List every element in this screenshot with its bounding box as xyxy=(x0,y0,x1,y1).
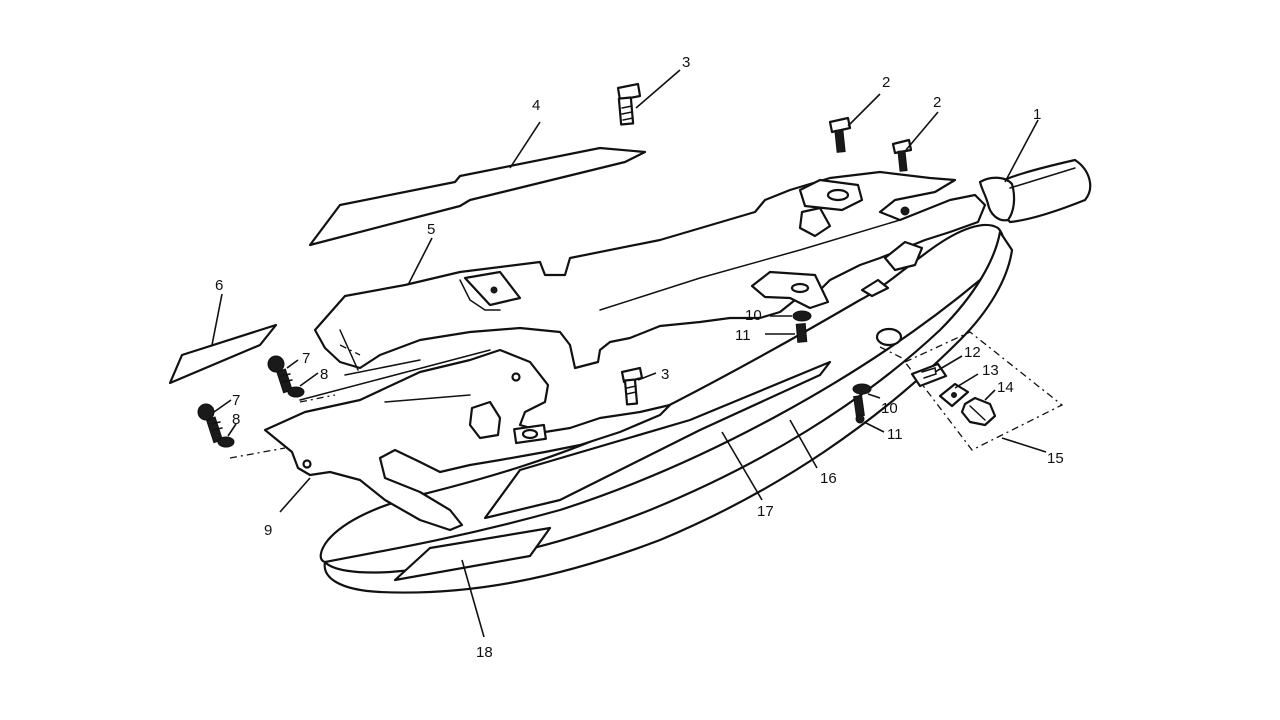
part-3-bolt-top xyxy=(616,82,642,126)
callout-10a: 10 xyxy=(745,307,762,324)
callout-6: 6 xyxy=(215,277,223,294)
callout-1: 1 xyxy=(1033,106,1041,123)
part-14-cap xyxy=(960,396,997,427)
callout-9: 9 xyxy=(264,522,272,539)
part-4-upper-strip xyxy=(308,146,647,247)
part-2-bolt-b xyxy=(891,138,913,172)
part-7-8-bolt-upper xyxy=(267,355,305,398)
part-17-liner xyxy=(483,360,832,520)
callout-13: 13 xyxy=(982,362,999,379)
grommet xyxy=(875,327,903,347)
part-6-side-strip xyxy=(168,323,278,385)
callout-5: 5 xyxy=(427,221,435,238)
callout-8a: 8 xyxy=(320,366,328,383)
callout-2b: 2 xyxy=(933,94,941,111)
callout-17: 17 xyxy=(757,503,774,520)
part-2-bolt-a xyxy=(828,116,852,153)
callout-14: 14 xyxy=(997,379,1014,396)
callout-11a: 11 xyxy=(735,327,751,344)
callout-4: 4 xyxy=(532,97,540,114)
callout-3b: 3 xyxy=(661,366,669,383)
part-1-end-cap xyxy=(978,158,1092,224)
callout-7a: 7 xyxy=(302,350,310,367)
callout-7b: 7 xyxy=(232,392,240,409)
part-15-hardware-kit xyxy=(879,331,1064,451)
assembly-line-upper-bolt xyxy=(299,394,336,403)
callout-8b: 8 xyxy=(232,411,240,428)
callout-18: 18 xyxy=(476,644,493,661)
leader-lines xyxy=(211,69,1047,638)
part-10-11-bolt-lower xyxy=(852,383,872,424)
part-7-8-bolt-lower xyxy=(197,403,235,448)
callout-16: 16 xyxy=(820,470,837,487)
callout-3a: 3 xyxy=(682,54,690,71)
tray-pocket xyxy=(393,526,552,582)
callout-12: 12 xyxy=(964,344,981,361)
part-9-lower-plate xyxy=(263,348,672,532)
callout-11b: 11 xyxy=(887,426,903,443)
callout-labels: 1 2 2 3 3 4 5 6 7 7 8 8 9 10 10 11 11 12… xyxy=(215,54,1064,661)
callout-2a: 2 xyxy=(882,74,890,91)
part-12-clip xyxy=(910,362,948,388)
part-3-bolt-mid xyxy=(620,366,644,406)
callout-15: 15 xyxy=(1047,450,1064,467)
part-10-11-bolt-upper xyxy=(792,310,812,343)
part-5-main-frame xyxy=(299,170,987,401)
assembly-line-lower-bolt xyxy=(229,447,286,459)
callout-10b: 10 xyxy=(881,400,898,417)
